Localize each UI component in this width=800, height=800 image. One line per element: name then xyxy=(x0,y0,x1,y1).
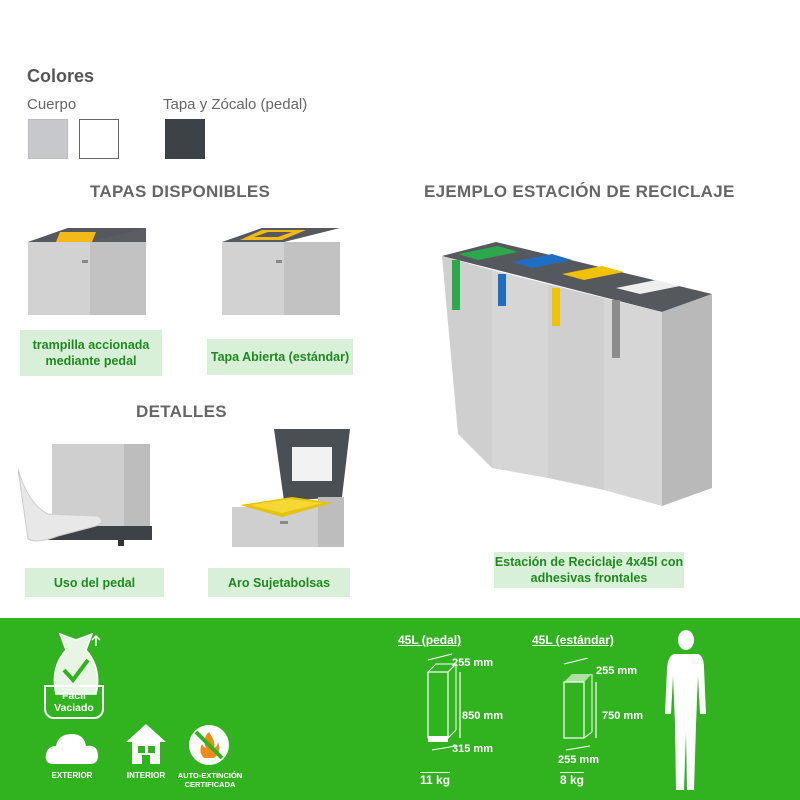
spec-pedal-drawing xyxy=(414,650,474,754)
fire-icon xyxy=(186,722,232,768)
swatch-white xyxy=(79,119,119,159)
spec-standard-drawing xyxy=(556,657,606,754)
spec-standard-height: 750 mm xyxy=(602,710,643,722)
bag-icon xyxy=(46,628,106,708)
easy-empty-label: Fácil Vaciado xyxy=(44,685,104,719)
spec-pedal-width: 255 mm xyxy=(452,657,493,669)
detail-caption-ring: Aro Sujetabolsas xyxy=(208,568,350,597)
spec-pedal-title: 45L (pedal) xyxy=(398,633,462,647)
spec-standard-width: 255 mm xyxy=(596,665,637,677)
colors-title: Colores xyxy=(27,66,95,86)
station-caption: Estación de Reciclaje 4x45l con adhesiva… xyxy=(494,552,684,588)
interior-label: INTERIOR xyxy=(126,771,166,780)
lids-title: TAPAS DISPONIBLES xyxy=(90,182,271,201)
spec-pedal-depth: 315 mm xyxy=(452,743,493,755)
pedal-usage-image xyxy=(17,444,153,548)
exterior-label: EXTERIOR xyxy=(51,771,93,780)
bag-ring-image xyxy=(232,425,357,547)
fire-label: AUTO-EXTINCIÓN CERTIFICADA xyxy=(177,771,243,789)
swatch-grey xyxy=(28,119,68,159)
lid-color-label: Tapa y Zócalo (pedal) xyxy=(163,96,308,113)
spec-pedal-weight: 11 kg xyxy=(420,773,451,787)
spec-pedal-height: 850 mm xyxy=(462,710,503,722)
open-lid-image xyxy=(222,220,342,315)
station-title: EJEMPLO ESTACIÓN DE RECICLAJE xyxy=(424,182,735,201)
spec-standard-title: 45L (estándar) xyxy=(532,633,614,647)
recycling-station-image xyxy=(440,238,715,513)
person-silhouette-icon xyxy=(660,628,710,794)
cloud-icon xyxy=(44,728,100,768)
swatch-dark xyxy=(165,119,205,159)
detail-caption-pedal: Uso del pedal xyxy=(25,568,164,597)
details-title: DETALLES xyxy=(136,402,227,421)
spec-standard-depth: 255 mm xyxy=(558,754,599,766)
house-icon xyxy=(124,722,168,766)
pedal-lid-image xyxy=(28,220,148,315)
lid-caption-open: Tapa Abierta (estándar) xyxy=(207,339,353,375)
spec-standard-weight: 8 kg xyxy=(560,773,585,787)
body-color-label: Cuerpo xyxy=(27,96,77,113)
lid-caption-pedal: trampilla accionada mediante pedal xyxy=(20,330,162,376)
